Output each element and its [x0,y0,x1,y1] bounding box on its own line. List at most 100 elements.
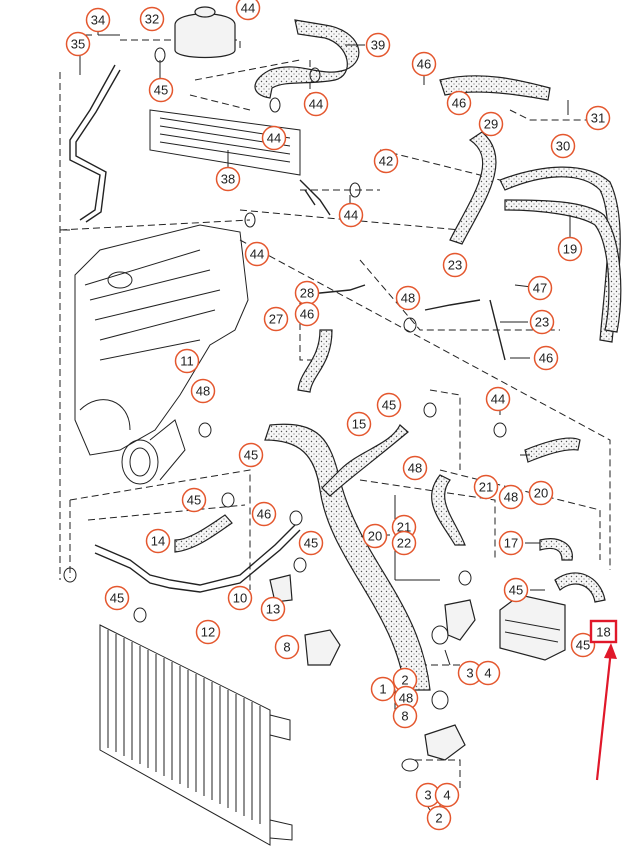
heat-exchanger [149,109,301,176]
callout-label: 14 [151,534,165,549]
callout-31: 31 [585,105,611,131]
callout-ring [260,596,286,622]
callout-label: 12 [201,625,215,640]
callout-ring [294,301,320,327]
callout-ring [235,0,261,21]
callout-8: 8 [392,703,418,729]
callout-label: 44 [241,1,255,16]
callout-label: 45 [154,83,168,98]
callout-10: 10 [227,585,253,611]
callout-ring [244,241,270,267]
callout-label: 35 [71,37,85,52]
callout-label: 44 [309,97,323,112]
callout-21: 21 [473,474,499,500]
callout-44: 44 [261,125,287,151]
oil-cooler [499,594,566,661]
callout-label: 8 [401,709,408,724]
callout-20: 20 [362,523,388,549]
callout-ring [402,455,428,481]
callout-label: 3 [424,788,431,803]
callout-label: 4 [443,788,450,803]
callout-45: 45 [376,392,402,418]
callout-ring [227,585,253,611]
callout-48: 48 [395,285,421,311]
callout-35: 35 [65,31,91,57]
callout-ring [392,703,418,729]
callout-ring [338,202,364,228]
callout-45: 45 [148,77,174,103]
callout-45: 45 [298,530,324,556]
callout-label: 3 [466,666,473,681]
callout-label: 19 [563,242,577,257]
callout-34: 34 [85,7,111,33]
callout-label: 46 [300,307,314,322]
callout-2: 2 [426,805,452,831]
callout-48: 48 [393,685,419,711]
callout-ring [298,530,324,556]
callout-ring [498,484,524,510]
callout-ring [528,480,554,506]
callout-46: 46 [411,51,437,77]
callout-label: 13 [266,602,280,617]
callout-32: 32 [139,6,165,32]
callout-ring [473,474,499,500]
callout-label: 29 [484,117,498,132]
callout-label: 45 [244,448,258,463]
callout-ring [475,660,501,686]
callout-label: 47 [533,281,547,296]
callout-46: 46 [446,90,472,116]
callout-44: 44 [235,0,261,21]
callout-ring [533,345,559,371]
callout-ring [395,285,421,311]
callout-label: 44 [491,392,505,407]
callout-4: 4 [434,782,460,808]
callout-1: 1 [370,676,396,702]
callout-label: 21 [479,480,493,495]
callout-label: 48 [408,461,422,476]
highlight-arrow-head [604,643,617,659]
engine-block [74,224,249,485]
callout-38: 38 [215,166,241,192]
callout-ring [585,105,611,131]
callout-ring [148,77,174,103]
highlight-group: 18 [589,619,618,781]
callout-label: 44 [267,131,281,146]
callout-label: 42 [379,154,393,169]
pipes [69,64,506,593]
callout-label: 10 [233,591,247,606]
callout-label: 32 [145,12,159,27]
callout-label: 8 [283,640,290,655]
callout-22: 22 [391,530,417,556]
callout-label: 45 [382,398,396,413]
callout-ring [376,392,402,418]
callout-label: 48 [196,384,210,399]
callout-28: 28 [294,280,320,306]
clamps [63,47,507,772]
callout-label: 1 [379,682,386,697]
callout-ring [426,805,452,831]
callout-46: 46 [294,301,320,327]
callout-label: 45 [110,591,124,606]
callout-ring [391,530,417,556]
callout-ring [529,309,555,335]
callout-ring [174,348,200,374]
callout-ring [195,619,221,645]
leader-lines [59,39,611,790]
callout-label: 20 [368,529,382,544]
callout-14: 14 [145,528,171,554]
callout-45: 45 [503,577,529,603]
callout-label: 45 [576,638,590,653]
hoses [174,19,622,691]
callout-label: 15 [352,417,366,432]
callout-label: 38 [221,172,235,187]
callout-48: 48 [402,455,428,481]
callout-label: 30 [556,139,570,154]
callout-ring [85,7,111,33]
callout-ring [365,32,391,58]
callout-ring [557,236,583,262]
callout-label: 21 [397,520,411,535]
callout-12: 12 [195,619,221,645]
callout-label: 39 [371,38,385,53]
callout-label: 45 [187,493,201,508]
